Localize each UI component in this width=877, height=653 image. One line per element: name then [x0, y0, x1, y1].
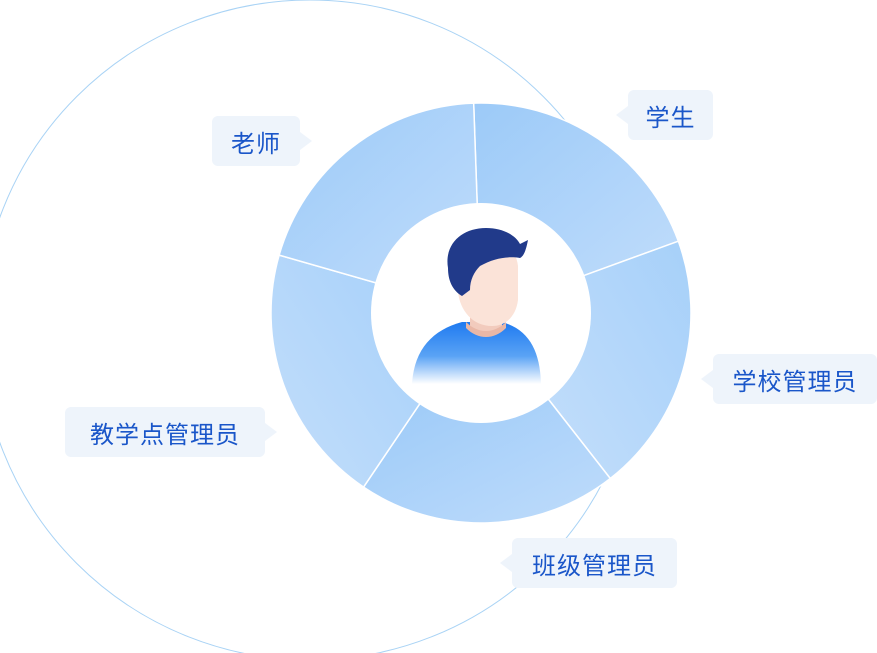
role-label-student: 学生: [616, 90, 713, 140]
role-label-text: 学生: [645, 103, 696, 132]
role-label-teaching-site-admin: 教学点管理员: [65, 407, 277, 457]
callout-pointer: [616, 106, 628, 124]
callout-pointer: [300, 132, 312, 150]
role-label-text: 学校管理员: [732, 367, 858, 396]
role-label-class-admin: 班级管理员: [500, 538, 677, 588]
callout-pointer: [265, 423, 277, 441]
callout-pointer: [500, 554, 512, 572]
ring-segments: [270, 102, 692, 524]
user-avatar-icon: [412, 228, 541, 384]
role-label-text: 教学点管理员: [90, 420, 240, 449]
role-label-school-admin: 学校管理员: [701, 354, 877, 404]
role-label-text: 班级管理员: [532, 551, 657, 580]
callout-pointer: [701, 370, 713, 388]
role-label-text: 老师: [231, 129, 281, 158]
role-label-teacher: 老师: [212, 116, 312, 166]
